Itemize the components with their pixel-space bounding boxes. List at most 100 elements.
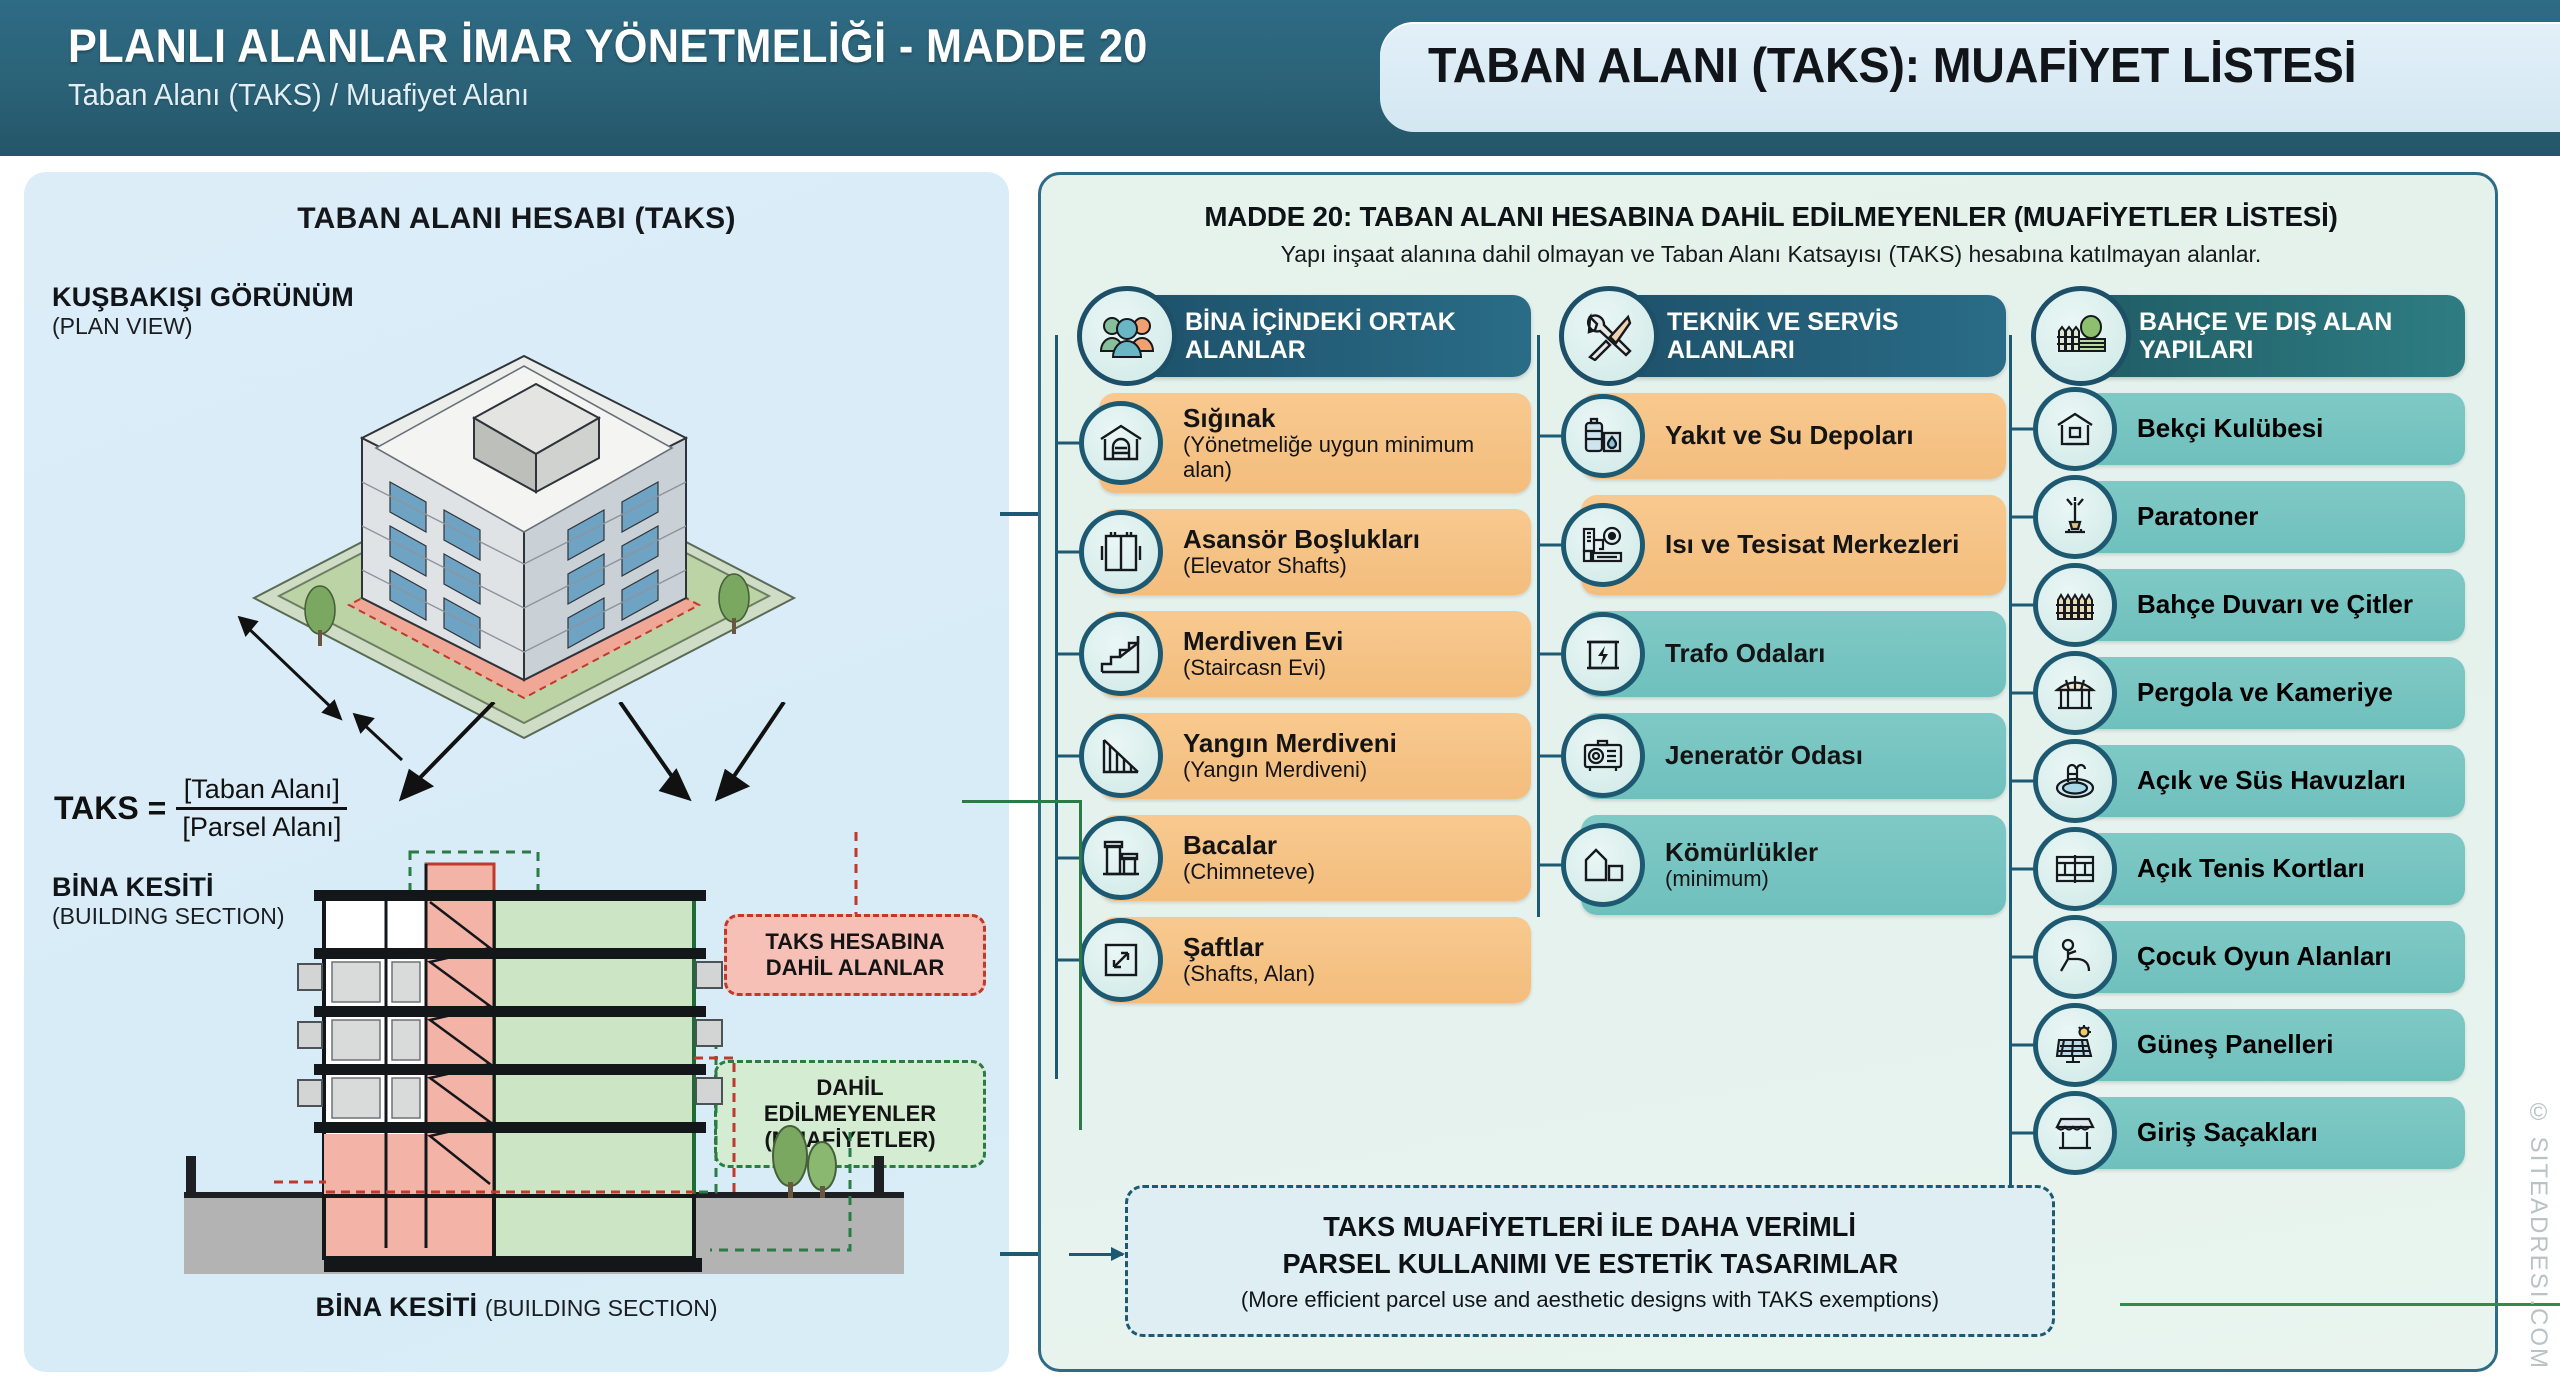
item-cocuk-title: Çocuk Oyun Alanları: [2137, 941, 2392, 972]
item-yangin-text: Yangın Merdiveni (Yangın Merdiveni): [1183, 729, 1397, 782]
plan-view-label-main: KUŞBAKIŞI GÖRÜNÜM: [52, 282, 354, 312]
column-garden-areas: BAHÇE VE DIŞ ALAN YAPILARI Bekçi Kulübes…: [2009, 286, 2465, 1265]
item-yangin-merdiveni[interactable]: Yangın Merdiveni (Yangın Merdiveni): [1055, 713, 1531, 799]
item-siginak[interactable]: Sığınak (Yönetmeliğe uygun minimum alan): [1055, 393, 1531, 493]
item-gunes-panelleri[interactable]: Güneş Panelleri: [2009, 1003, 2465, 1087]
left-panel-title: TABAN ALANI HESABI (TAKS): [297, 202, 736, 235]
item-bahce-duvari-citler[interactable]: Bahçe Duvarı ve Çitler: [2009, 563, 2465, 647]
item-siginak-text: Sığınak (Yönetmeliğe uygun minimum alan): [1183, 404, 1517, 482]
item-komurlukler-sub: (minimum): [1665, 866, 1769, 892]
item-komurlukler-text: Kömürlükler (minimum): [1665, 838, 1818, 891]
solar-panel-icon: [2033, 1003, 2117, 1087]
fence-icon: [2033, 563, 2117, 647]
item-bacalar[interactable]: Bacalar (Chimneteve): [1055, 815, 1531, 901]
page-subtitle: Taban Alanı (TAKS) / Muafiyet Alanı: [68, 76, 530, 112]
people-icon: [1077, 286, 1177, 386]
tennis-court-icon: [2033, 827, 2117, 911]
item-saftlar-text: Şaftlar (Shafts, Alan): [1183, 933, 1315, 986]
chimney-icon: [1079, 816, 1163, 900]
plan-view-label-sub: (PLAN VIEW): [52, 313, 193, 339]
item-jenerator-text: Jeneratör Odası: [1665, 741, 1863, 770]
col2-header: TEKNİK VE SERVİS ALANLARI: [1559, 286, 2006, 386]
item-komurlukler[interactable]: Kömürlükler (minimum): [1537, 815, 2006, 915]
item-acik-tenis-kortlari[interactable]: Açık Tenis Kortları: [2009, 827, 2465, 911]
taks-formula-numerator: [Taban Alanı]: [183, 774, 340, 804]
plan-view-label: KUŞBAKIŞI GÖRÜNÜM (PLAN VIEW): [52, 282, 354, 340]
green-link-riser: [1079, 800, 1082, 1130]
item-saftlar-title: Şaftlar: [1183, 932, 1264, 963]
canopy-icon: [2033, 1091, 2117, 1175]
right-panel-title: MADDE 20: TABAN ALANI HESABINA DAHİL EDİ…: [1204, 201, 2338, 232]
item-trafo-title: Trafo Odaları: [1665, 638, 1826, 669]
item-yakit-text: Yakıt ve Su Depoları: [1665, 421, 1914, 450]
boiler-icon: [1561, 503, 1645, 587]
item-jenerator-title: Jeneratör Odası: [1665, 740, 1863, 771]
fire-stairs-icon: [1079, 714, 1163, 798]
header-right-title: TABAN ALANI (TAKS): MUAFİYET LİSTESİ: [1428, 39, 2357, 93]
col1-spine: [1055, 335, 1058, 1079]
item-merdiven-text: Merdiven Evi (Staircasn Evi): [1183, 627, 1343, 680]
col3-header: BAHÇE VE DIŞ ALAN YAPILARI: [2031, 286, 2465, 386]
item-saftlar-sub: (Shafts, Alan): [1183, 961, 1316, 987]
page-header: PLANLI ALANLAR İMAR YÖNETMELİĞİ - MADDE …: [0, 0, 2560, 156]
shelter-icon: [1079, 401, 1163, 485]
item-yakit-su-depolari[interactable]: Yakıt ve Su Depoları: [1537, 393, 2006, 479]
elevator-icon: [1079, 510, 1163, 594]
bottom-banner-line2: PARSEL KULLANIMI VE ESTETİK TASARIMLAR: [1282, 1247, 1898, 1279]
item-jenerator-odasi[interactable]: Jeneratör Odası: [1537, 713, 2006, 799]
right-panel-subtitle: Yapı inşaat alanına dahil olmayan ve Tab…: [1280, 241, 2262, 267]
item-asansor-bosluklari[interactable]: Asansör Boşlukları (Elevator Shafts): [1055, 509, 1531, 595]
header-left-group: PLANLI ALANLAR İMAR YÖNETMELİĞİ - MADDE …: [68, 19, 1242, 113]
taks-formula-lhs: TAKS =: [54, 790, 167, 826]
callout-included-line1: TAKS HESABINA: [765, 929, 945, 954]
item-gunes-title: Güneş Panelleri: [2137, 1029, 2334, 1060]
green-flow-horizontal: [2120, 1303, 2560, 1306]
left-panel: TABAN ALANI HESABI (TAKS) KUŞBAKIŞI GÖRÜ…: [24, 172, 1009, 1372]
item-cocuk-oyun-alanlari[interactable]: Çocuk Oyun Alanları: [2009, 915, 2465, 999]
item-komurlukler-title: Kömürlükler: [1665, 837, 1819, 868]
item-giris-sacaklari[interactable]: Giriş Saçakları: [2009, 1091, 2465, 1175]
included-callout-connector: [854, 832, 858, 914]
section-bottom-caption-sub: (BUILDING SECTION): [484, 1295, 718, 1321]
tools-icon: [1559, 286, 1659, 386]
building-section-illustration: [184, 850, 904, 1274]
item-yakit-title: Yakıt ve Su Depoları: [1665, 420, 1914, 451]
item-havuz-title: Açık ve Süs Havuzları: [2137, 765, 2406, 796]
item-paratoner[interactable]: Paratoner: [2009, 475, 2465, 559]
tank-icon: [1561, 394, 1645, 478]
item-yangin-sub: (Yangın Merdiveni): [1183, 757, 1368, 783]
taks-formula-fraction: [Taban Alanı] [Parsel Alanı]: [176, 772, 348, 845]
green-link-from-callout: [962, 800, 1082, 803]
item-pergola-title: Pergola ve Kameriye: [2137, 677, 2393, 708]
item-saftlar[interactable]: Şaftlar (Shafts, Alan): [1055, 917, 1531, 1003]
item-siginak-sub: (Yönetmeliğe uygun minimum alan): [1183, 432, 1475, 482]
item-giris-title: Giriş Saçakları: [2137, 1117, 2318, 1148]
bottom-banner-line3: (More efficient parcel use and aesthetic…: [1240, 1286, 1940, 1312]
right-panel: MADDE 20: TABAN ALANI HESABINA DAHİL EDİ…: [1038, 172, 2560, 1372]
item-merdiven-sub: (Staircasn Evi): [1183, 655, 1327, 681]
item-merdiven-evi[interactable]: Merdiven Evi (Staircasn Evi): [1055, 611, 1531, 697]
plan-pointer-arrows: [398, 702, 786, 802]
callout-included-areas: TAKS HESABINA DAHİL ALANLAR: [724, 914, 986, 996]
item-isi-tesisat[interactable]: Isı ve Tesisat Merkezleri: [1537, 495, 2006, 595]
item-asansor-title: Asansör Boşlukları: [1183, 524, 1420, 555]
item-bekci-kulubesi[interactable]: Bekçi Kulübesi: [2009, 387, 2465, 471]
item-bacalar-title: Bacalar: [1183, 830, 1277, 861]
callout-included-line2: DAHİL ALANLAR: [765, 954, 945, 980]
item-trafo-odalari[interactable]: Trafo Odaları: [1537, 611, 2006, 697]
column-common-areas: BİNA İÇİNDEKİ ORTAK ALANLAR Sığınak (Yön…: [1055, 286, 1531, 1079]
banner-arrow: [1069, 1247, 1125, 1261]
col3-spine: [2009, 335, 2012, 1265]
item-pergola-kameriye[interactable]: Pergola ve Kameriye: [2009, 651, 2465, 735]
lightning-rod-icon: [2033, 475, 2117, 559]
generator-icon: [1561, 714, 1645, 798]
excluded-callout-connector: [710, 1132, 852, 1252]
coal-shed-icon: [1561, 823, 1645, 907]
col1-header: BİNA İÇİNDEKİ ORTAK ALANLAR: [1077, 286, 1531, 386]
section-bottom-caption: BİNA KESİTİ (BUILDING SECTION): [24, 1292, 1009, 1323]
page-title: PLANLI ALANLAR İMAR YÖNETMELİĞİ - MADDE …: [68, 19, 1148, 72]
transformer-icon: [1561, 612, 1645, 696]
col2-header-label: TEKNİK VE SERVİS ALANLARI: [1667, 308, 1899, 364]
building-section-label-sub: (BUILDING SECTION): [52, 903, 285, 929]
item-acik-sus-havuzlari[interactable]: Açık ve Süs Havuzları: [2009, 739, 2465, 823]
